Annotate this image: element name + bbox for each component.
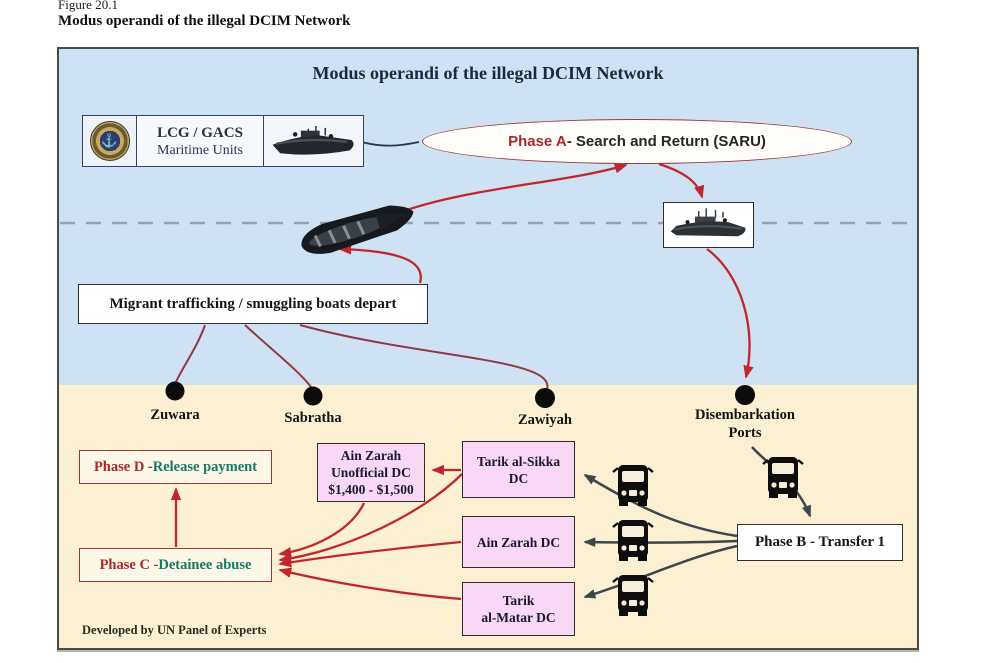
dc-tarik-al-matar: Tarik al-Matar DC	[462, 582, 575, 636]
dc-line: Ain Zarah DC	[476, 534, 561, 550]
phase-c-description: Detainee abuse	[158, 556, 252, 573]
lcg-unit-label: Maritime Units	[157, 142, 243, 158]
lcg-org-label: LCG / GACS	[157, 124, 243, 141]
dc-ain-zarah: Ain Zarah DC	[462, 516, 575, 568]
sea-background	[59, 49, 917, 385]
dc-line: DC	[508, 470, 529, 486]
port-label-zuwara: Zuwara	[150, 407, 200, 423]
figure-caption-title: Modus operandi of the illegal DCIM Netwo…	[58, 13, 351, 29]
patrol-boat-image	[272, 125, 354, 155]
port-label-sabratha: Sabratha	[284, 410, 342, 426]
disembarkation-line2: Ports	[728, 425, 762, 441]
dc-line: Ain Zarah	[340, 448, 402, 463]
phase-a-label: Phase A	[508, 133, 567, 150]
dc-line: Tarik	[502, 593, 535, 608]
phase-a-description: - Search and Return (SARU)	[566, 133, 766, 150]
credit-text: Developed by UN Panel of Experts	[82, 623, 267, 637]
patrol-boat-box	[663, 202, 754, 248]
disembarkation-line1: Disembarkation	[695, 407, 795, 423]
phase-b-box: Phase B - Transfer 1	[737, 524, 903, 561]
port-label-zawiyah: Zawiyah	[518, 412, 572, 428]
diagram-title: Modus operandi of the illegal DCIM Netwo…	[312, 63, 664, 83]
phase-d-label: Phase D -	[93, 458, 153, 475]
navy-emblem-icon: ⚓	[89, 121, 130, 161]
dc-line: Tarik al-Sikka	[476, 453, 561, 469]
migrant-trafficking-box: Migrant trafficking / smuggling boats de…	[78, 284, 428, 324]
lcg-gacs-box: ⚓ LCG / GACS Maritime Units	[82, 115, 364, 167]
dc-line: $1,400 - $1,500	[328, 482, 414, 497]
phase-a-ellipse: Phase A - Search and Return (SARU)	[422, 119, 852, 164]
figure-label: Figure 20.1	[58, 0, 118, 12]
dc-tarik-al-sikka: Tarik al-Sikka DC	[462, 441, 575, 498]
phase-d-box: Phase D - Release payment	[79, 450, 272, 484]
dc-line: Unofficial DC	[331, 465, 411, 480]
dc-ain-zarah-unofficial: Ain Zarah Unofficial DC $1,400 - $1,500	[317, 443, 425, 502]
patrol-boat-image	[670, 208, 745, 237]
dc-line: al-Matar DC	[481, 610, 556, 625]
phase-c-box: Phase C - Detainee abuse	[79, 548, 272, 582]
lcg-text-cell: LCG / GACS Maritime Units	[137, 116, 263, 166]
lcg-boat-cell	[263, 116, 363, 166]
phase-c-label: Phase C -	[99, 556, 159, 573]
lcg-emblem-cell: ⚓	[83, 116, 137, 166]
phase-d-description: Release payment	[152, 458, 258, 475]
anchor-icon: ⚓	[101, 133, 118, 148]
port-label-disembarkation: Disembarkation Ports	[675, 406, 815, 442]
